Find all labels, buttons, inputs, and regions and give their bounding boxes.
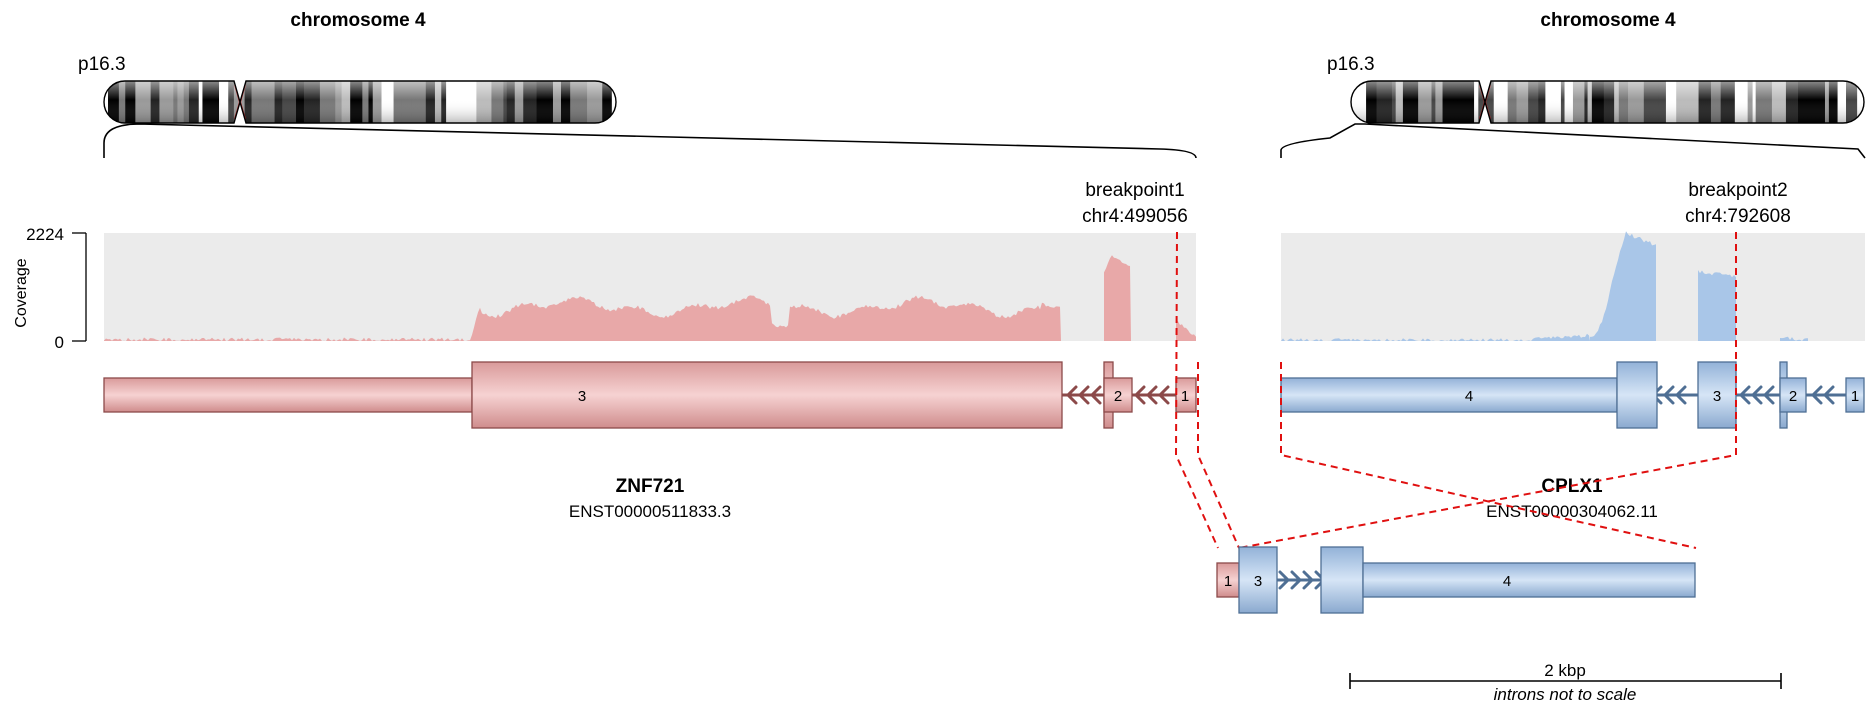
coverage-area-gene1 [104,255,1196,341]
fusion-exon-3-label: 3 [1254,573,1262,590]
fusion-exon-1-label: 1 [1224,573,1232,590]
coverage-area-gene2 [1281,231,1808,341]
fusion-transcript: 1 3 4 [1216,546,1696,614]
gene1-exon-1 [1175,377,1197,413]
fusion-exon-4-label: 4 [1503,573,1511,590]
gene2-transcript-id: ENST00000304062.11 [1486,502,1658,521]
gene1-exon-3-utr [103,377,473,413]
gene1-exon-2-label: 2 [1114,388,1122,405]
fusion-exon-4-cds [1320,546,1364,614]
chromosome-2-ideogram [1350,80,1865,124]
chromosome-2-zoom-bracket [1280,123,1866,159]
gene1-exon-2 [1103,377,1133,413]
gene2-exon-2 [1779,377,1807,413]
gene1-name: ZNF721 [616,476,685,497]
fusion-exon-3 [1238,546,1278,614]
coverage-axis-min-label: 0 [55,333,64,352]
breakpoint-1-guide-right [1197,362,1240,549]
coverage-panel-gene2 [1281,233,1865,341]
gene1-intron-arrows [1065,385,1170,405]
scale-bar-label: 2 kbp [1544,661,1586,680]
gene2-exon-1 [1845,377,1865,413]
coverage-axis-title: Coverage [13,258,30,327]
gene2-exon-3-label: 3 [1713,388,1721,405]
chromosome-2-band: p16.3 [1327,54,1375,75]
breakpoint-1-position: chr4:499056 [1082,206,1188,227]
gene1-exon-3-label: 3 [578,388,586,405]
gene1-transcript: 3 2 1 [103,361,1197,429]
breakpoint-2-name: breakpoint2 [1688,180,1787,201]
chromosome-2-title: chromosome 4 [1540,10,1676,31]
gene2-exon-3 [1697,361,1737,429]
scale-bar-note: introns not to scale [1494,685,1637,704]
coverage-axis-max-label: 2224 [26,225,64,244]
breakpoint-2-guide-right [1238,232,1737,549]
gene1-transcript-id: ENST00000511833.3 [569,502,731,521]
gene2-transcript: 4 3 2 1 [1280,361,1865,429]
breakpoint-1-name: breakpoint1 [1085,180,1184,201]
chromosome-1-band: p16.3 [78,54,126,75]
chromosome-1-ideogram [103,80,617,124]
fusion-exon-4-utr [1362,562,1696,598]
chromosome-1-title: chromosome 4 [290,10,426,31]
gene1-exon-3 [471,361,1063,429]
gene2-exon-2-label: 2 [1789,388,1797,405]
scale-bar [1349,673,1782,689]
chromosome-1-zoom-bracket [103,123,1197,159]
gene2-exon-4-label: 4 [1465,388,1473,405]
gene2-exon-4-cds [1616,361,1658,429]
breakpoint-2-position: chr4:792608 [1685,206,1791,227]
gene2-exon-1-label: 1 [1851,388,1859,405]
breakpoint-2-guide-left [1280,362,1697,549]
gene2-exon-4-utr [1280,377,1618,413]
breakpoint-1-guide-left [1174,231,1219,549]
gene1-exon-1-label: 1 [1181,388,1189,405]
breakpoint-guides [1174,231,1737,549]
